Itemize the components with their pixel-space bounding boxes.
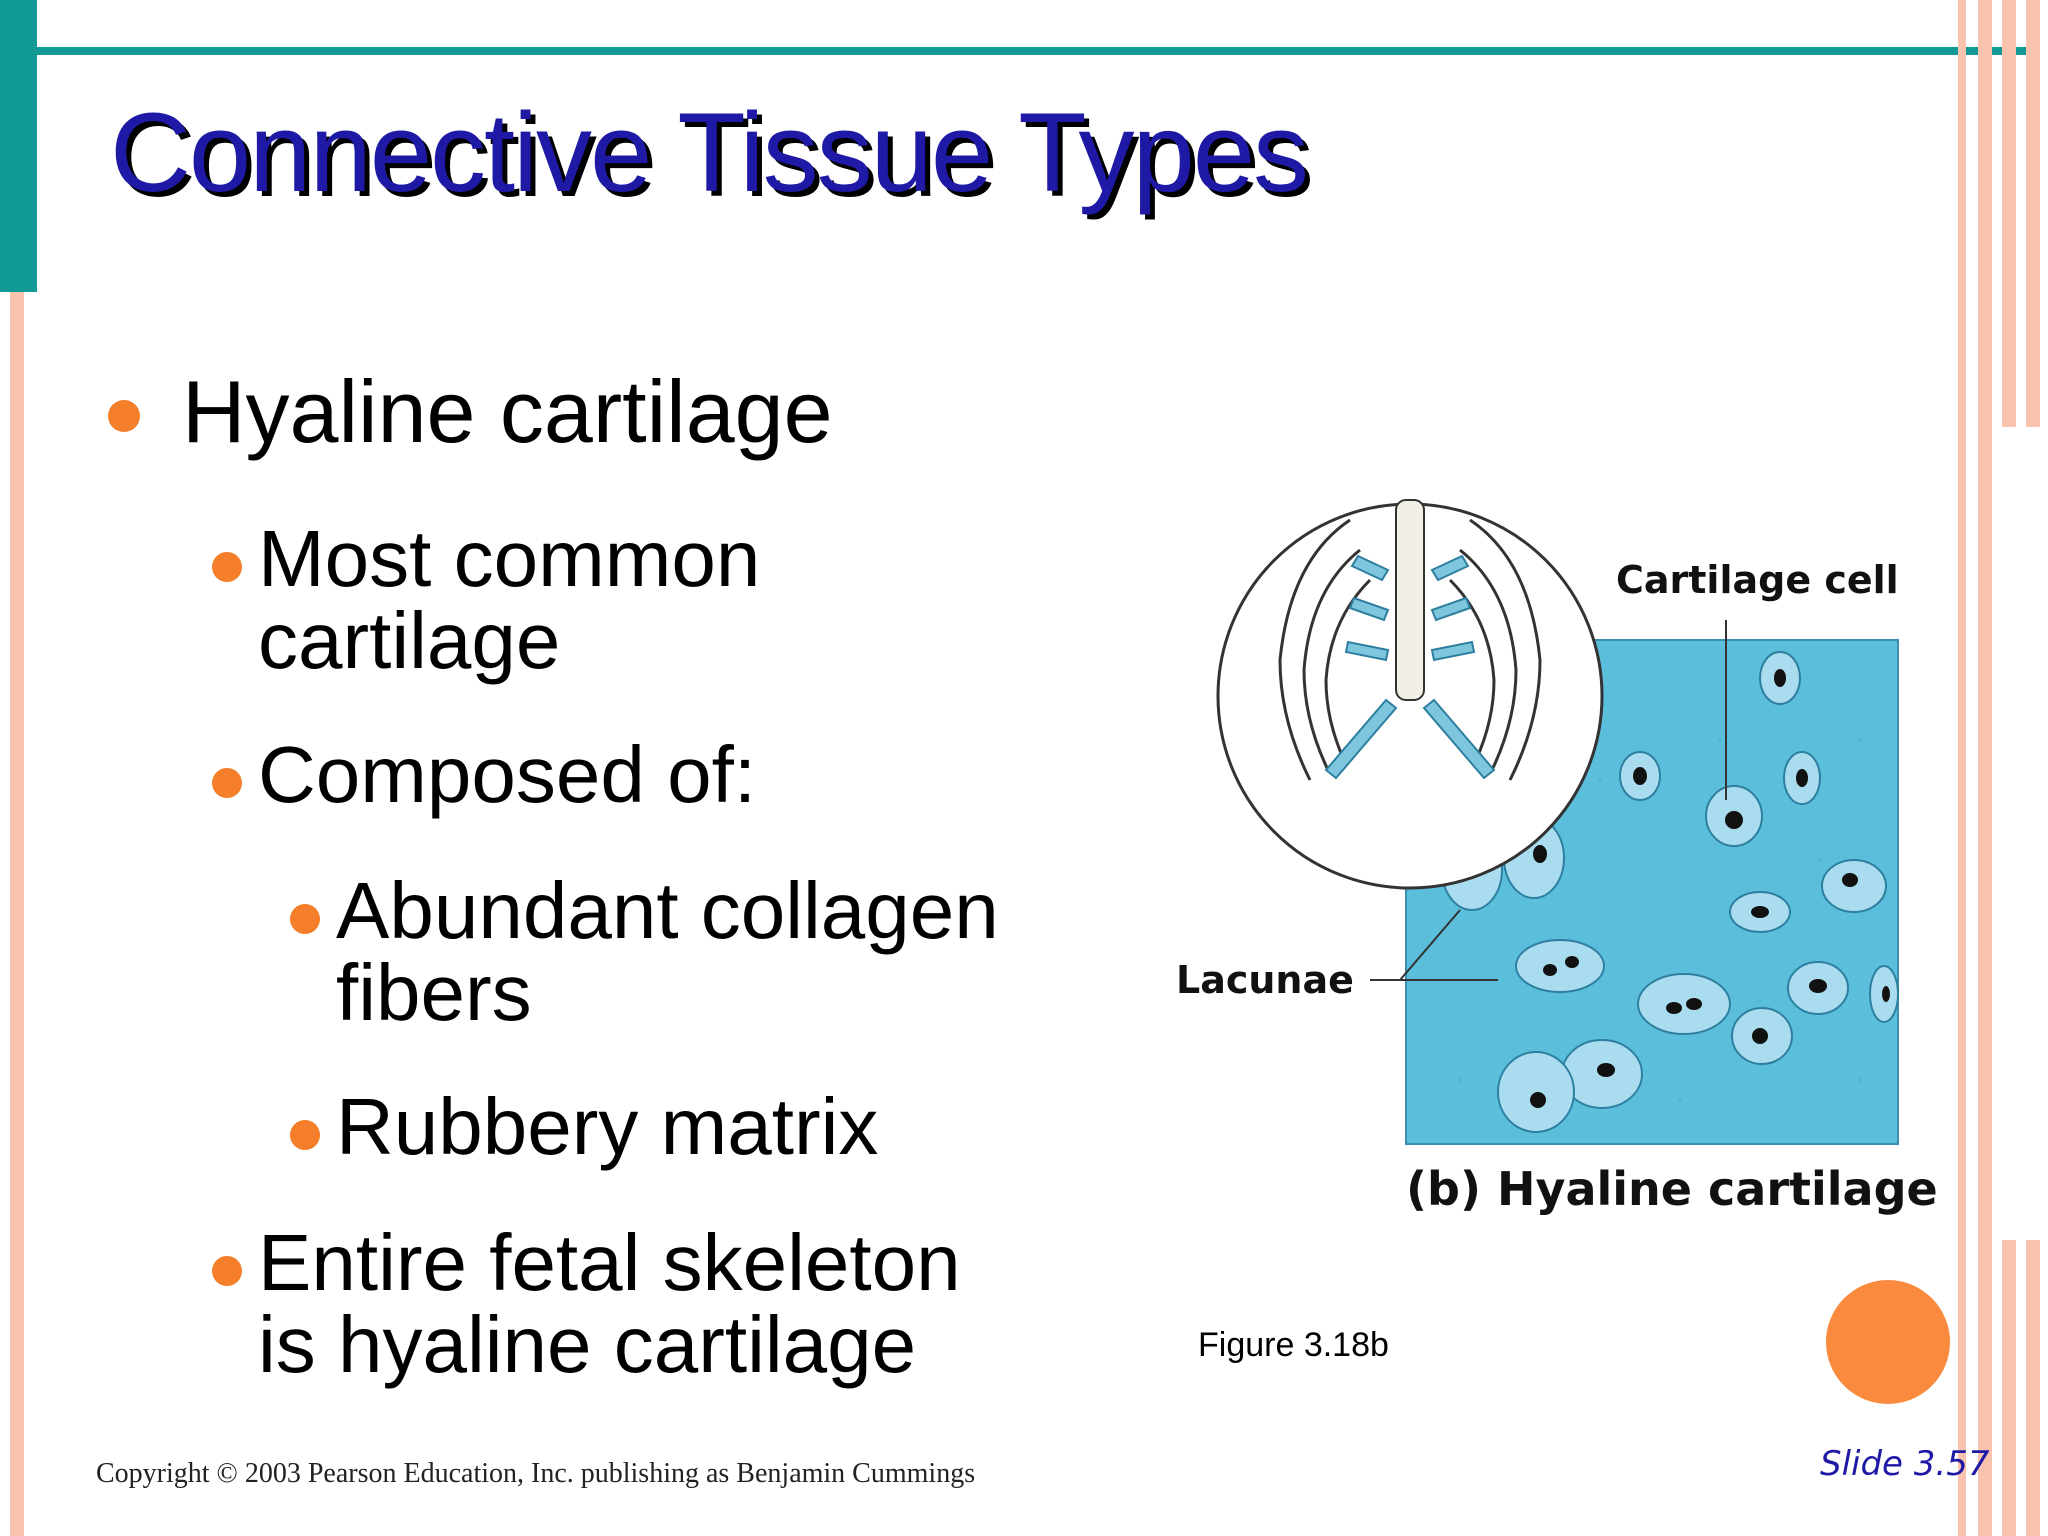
bullet-most-common: Most common cartilage <box>212 518 760 682</box>
figure-caption: Figure 3.18b <box>1198 1326 1389 1364</box>
left-accent-stripe <box>10 0 24 1536</box>
bullet-abundant-collagen: Abundant collagen fibers <box>290 870 999 1034</box>
bullet-rubbery-matrix: Rubbery matrix <box>290 1086 878 1168</box>
label-cartilage-cell: Cartilage cell <box>1616 558 1899 602</box>
bullet-text-line1: Abundant collagen <box>336 866 999 955</box>
figure-backdrop <box>1992 427 2048 1240</box>
top-left-teal-block <box>0 0 37 292</box>
slide-number: Slide 3.57 <box>1820 1444 1990 1484</box>
bullet-text-line2: cartilage <box>258 596 561 685</box>
bullet-composed-of: Composed of: <box>212 734 756 816</box>
right-accent-stripe-2 <box>1978 0 1992 1536</box>
bullet-text: Rubbery matrix <box>336 1082 879 1171</box>
bullet-dot <box>212 1256 242 1286</box>
bullet-dot <box>212 768 242 798</box>
slide-title: Connective Tissue Types <box>110 90 1309 215</box>
bullet-text-line2: is hyaline cartilage <box>258 1300 917 1389</box>
copyright-text: Copyright © 2003 Pearson Education, Inc.… <box>96 1458 976 1489</box>
bullet-text-line1: Most common <box>258 514 761 603</box>
orange-circle-decoration <box>1826 1280 1950 1404</box>
bullet-dot <box>290 1120 320 1150</box>
bullet-hyaline-cartilage: Hyaline cartilage <box>108 362 833 462</box>
top-teal-rule <box>37 47 2032 55</box>
costal-cartilage <box>1324 554 1496 780</box>
figure-panel-title: (b) Hyaline cartilage <box>1406 1162 1938 1216</box>
label-lacunae: Lacunae <box>1176 958 1354 1002</box>
bullet-text-line2: fibers <box>336 948 532 1037</box>
bullet-dot <box>108 400 140 432</box>
sternum <box>1395 499 1425 701</box>
bullet-fetal-skeleton: Entire fetal skeleton is hyaline cartila… <box>212 1222 961 1386</box>
bullet-dot <box>290 904 320 934</box>
bullet-text: Composed of: <box>258 730 757 819</box>
hyaline-cartilage-figure <box>1216 499 1899 1145</box>
bullet-text: Hyaline cartilage <box>182 362 833 461</box>
rib-cage-illustration <box>1278 518 1542 781</box>
bullet-dot <box>212 552 242 582</box>
bullet-text-line1: Entire fetal skeleton <box>258 1218 961 1307</box>
right-accent-stripe-1 <box>1958 0 1966 1536</box>
